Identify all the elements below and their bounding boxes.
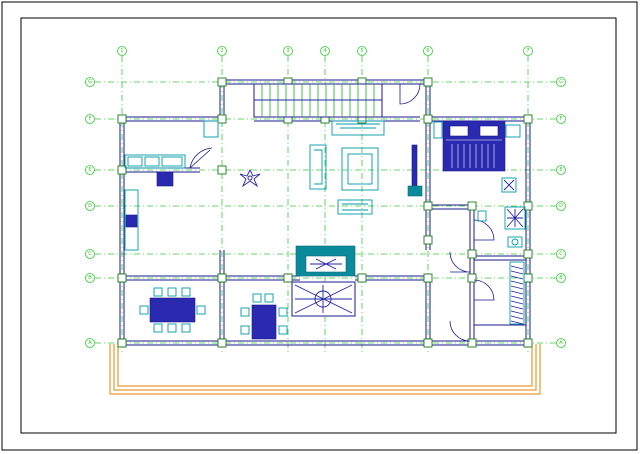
grid-bubbles: 1 2 3 4 5 6 7G G F F E E D D C C B B A A	[85, 46, 566, 348]
post	[283, 273, 293, 283]
post	[217, 273, 227, 283]
walls	[119, 79, 531, 346]
staircase	[253, 83, 383, 118]
grid-bubble	[556, 249, 566, 259]
post	[117, 165, 127, 175]
grid-bubble	[556, 201, 566, 211]
bathroom-fixtures	[473, 206, 526, 248]
post	[423, 77, 433, 87]
dining-table-right	[240, 293, 288, 340]
post	[357, 273, 367, 283]
grid-label: 6	[426, 48, 429, 54]
grid-label: B	[559, 275, 563, 281]
post	[217, 77, 227, 87]
grid-bubble	[283, 46, 293, 56]
post	[467, 201, 477, 211]
post	[217, 338, 227, 348]
entry-door	[399, 83, 421, 105]
grid-label: A	[559, 340, 563, 346]
grid-bubble	[357, 46, 367, 56]
post	[423, 201, 433, 211]
grid-bubble	[217, 46, 227, 56]
grid-label: B	[88, 275, 92, 281]
post	[423, 273, 433, 283]
grid-label: G	[559, 79, 563, 85]
grid-label: 2	[220, 48, 223, 54]
grid-bubble	[85, 114, 95, 124]
grid-bubble	[556, 77, 566, 87]
grid-bubble	[85, 249, 95, 259]
grid-label: D	[559, 203, 563, 209]
grid-bubble	[556, 338, 566, 348]
ceiling-fan-icon	[239, 168, 261, 188]
grid-bubble	[523, 46, 533, 56]
grid-bubble	[320, 46, 330, 56]
deck-outline	[109, 344, 541, 395]
grid-bubble	[556, 114, 566, 124]
grid-bubble	[556, 165, 566, 175]
grid-label: 1	[120, 48, 123, 54]
kitchen-counter	[124, 120, 219, 251]
post	[467, 338, 477, 348]
post	[117, 338, 127, 348]
grid-bubble	[85, 77, 95, 87]
grid-label: 5	[360, 48, 363, 54]
drawing-frame	[20, 17, 617, 434]
post	[423, 114, 433, 124]
post	[523, 249, 533, 259]
grid-bubble	[85, 338, 95, 348]
post	[523, 201, 533, 211]
grid-label: A	[88, 340, 92, 346]
post	[423, 235, 433, 245]
bedroom-furniture	[433, 120, 521, 193]
post	[117, 114, 127, 124]
grid-bubble	[556, 273, 566, 283]
living-room-furniture	[309, 120, 423, 215]
post	[423, 338, 433, 348]
wardrobe	[449, 251, 525, 342]
grid-label: F	[89, 116, 92, 122]
grid-label: C	[88, 251, 92, 257]
post	[467, 249, 477, 259]
wall-posts	[117, 77, 533, 348]
grid-bubble	[85, 201, 95, 211]
grid-label: 7	[526, 48, 529, 54]
post	[217, 165, 227, 175]
grid-bubble	[85, 165, 95, 175]
grid-label: F	[560, 116, 563, 122]
dining-table-left	[139, 287, 206, 333]
grid-bubble	[85, 273, 95, 283]
grid-label: C	[559, 251, 563, 257]
post	[523, 273, 533, 283]
post	[467, 273, 477, 283]
fireplace	[291, 245, 356, 317]
post	[523, 338, 533, 348]
post	[117, 273, 127, 283]
grid-label: E	[559, 167, 562, 173]
grid-label: G	[88, 79, 92, 85]
post	[523, 114, 533, 124]
grid-label: 3	[286, 48, 289, 54]
grid-bubble	[423, 46, 433, 56]
grid-bubble	[117, 46, 127, 56]
grid-label: 4	[323, 48, 326, 54]
grid-label: D	[88, 203, 92, 209]
post	[217, 114, 227, 124]
grid-label: E	[88, 167, 91, 173]
